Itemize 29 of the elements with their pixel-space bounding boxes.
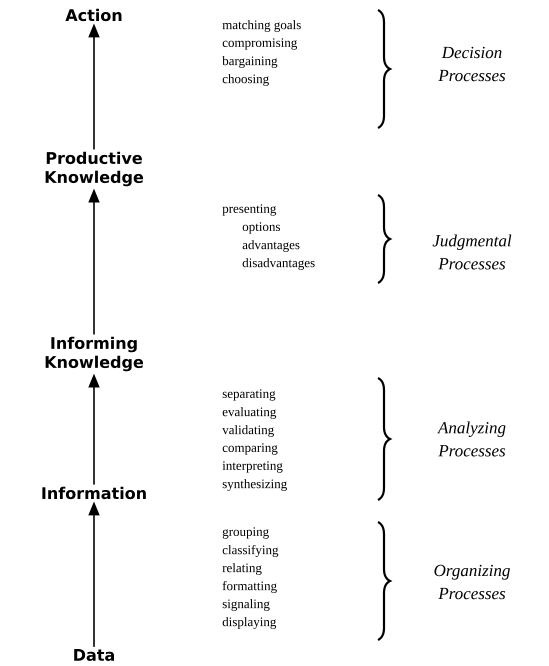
process-step: comparing — [222, 443, 278, 455]
process-step: matching goals — [222, 20, 301, 32]
process-category: Judgmental Processes — [432, 234, 512, 270]
level-label: Information — [42, 486, 146, 500]
process-step: compromising — [222, 38, 298, 50]
level-label: Productive Knowledge — [46, 152, 144, 186]
process-step: formatting — [222, 581, 277, 593]
level-label: Informing Knowledge — [46, 336, 144, 372]
process-category: Analyzing Processes — [437, 422, 506, 456]
process-step: interpreting — [222, 461, 283, 473]
level-label: Action — [65, 8, 122, 22]
process-step: options — [242, 222, 280, 234]
process-step: signaling — [222, 599, 270, 611]
process-step: synthesizing — [222, 479, 287, 491]
process-step: evaluating — [222, 407, 276, 419]
process-step: advantages — [242, 240, 300, 252]
level-label: Data — [74, 649, 114, 661]
process-category: Decision Processes — [438, 46, 506, 82]
process-category: Organizing Processes — [434, 564, 510, 600]
process-step: displaying — [222, 617, 276, 629]
process-step: grouping — [222, 527, 269, 539]
process-step: presenting — [222, 204, 276, 216]
process-step: bargaining — [222, 56, 278, 68]
process-step: disadvantages — [242, 258, 315, 270]
process-step: validating — [222, 425, 274, 437]
process-step: choosing — [222, 74, 269, 86]
process-step: separating — [222, 389, 276, 401]
process-step: relating — [222, 563, 262, 575]
process-step: classifying — [222, 545, 278, 557]
